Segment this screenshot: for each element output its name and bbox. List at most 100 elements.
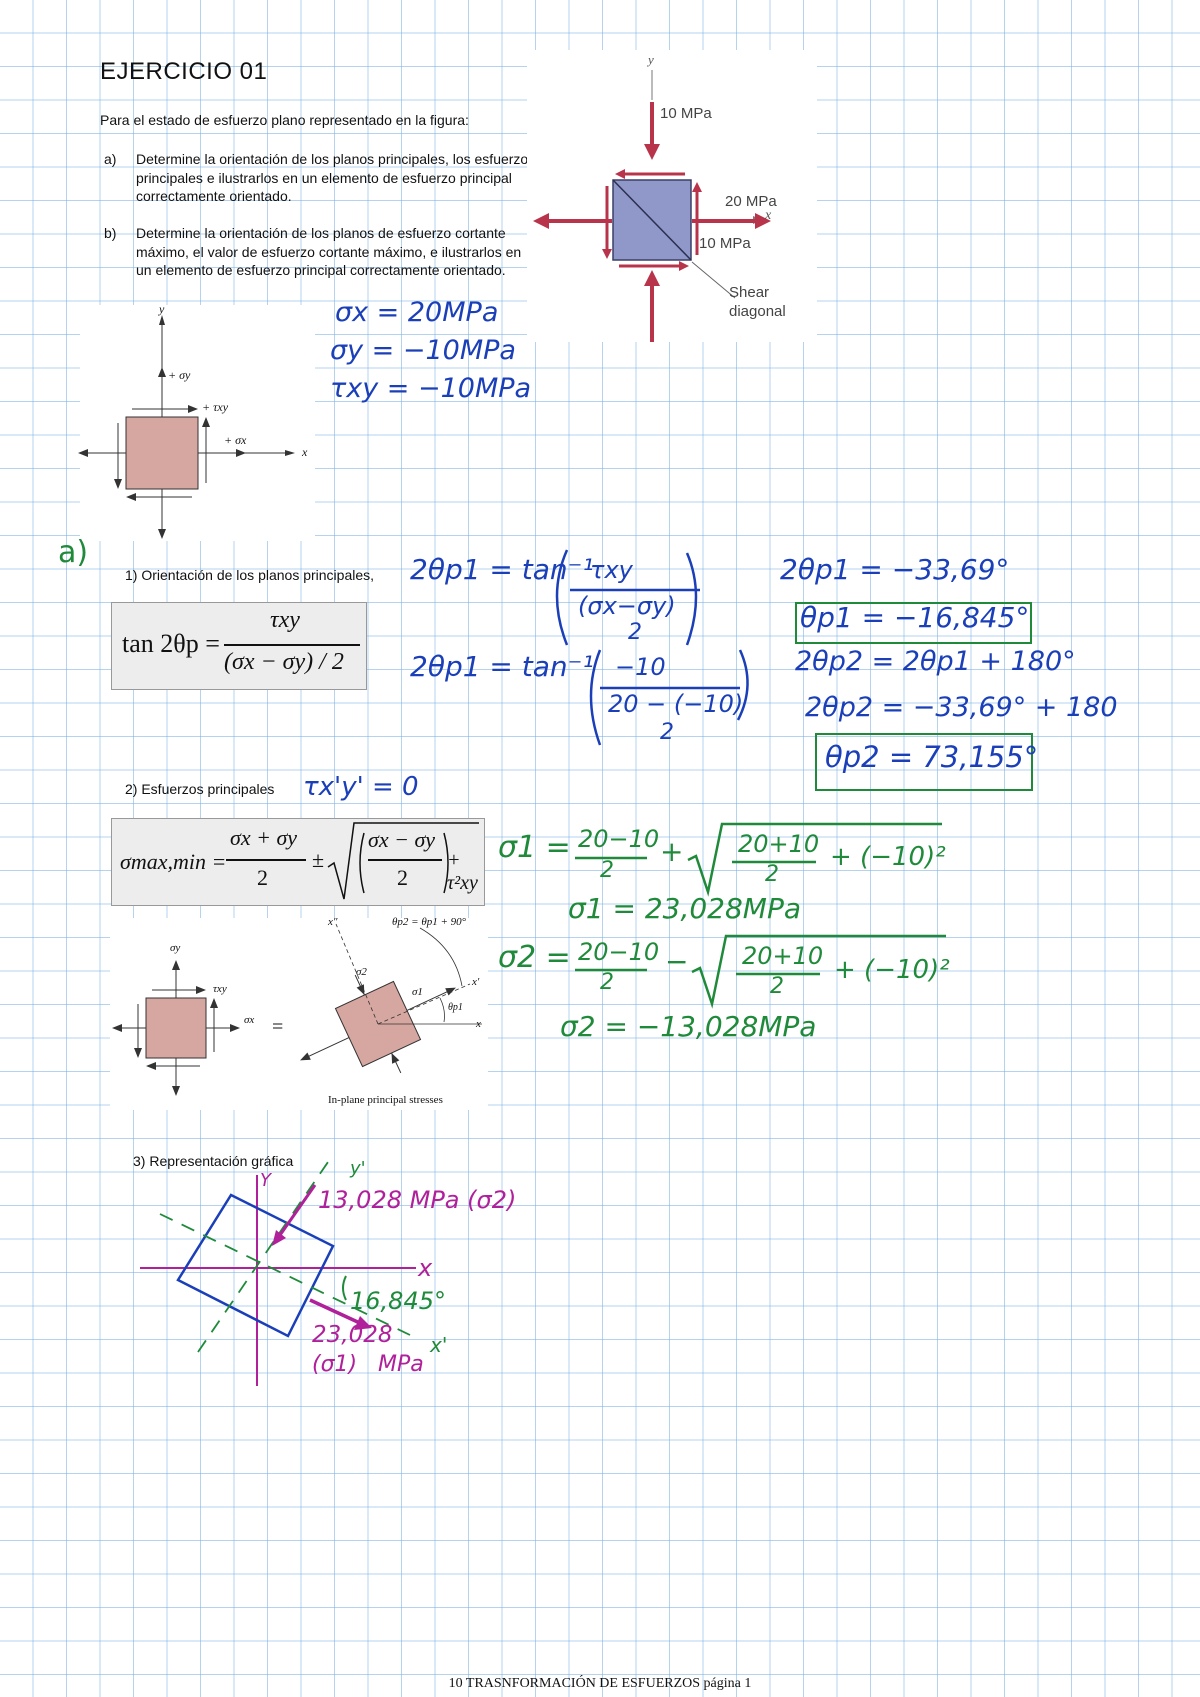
hw-s2-root [691, 934, 946, 1009]
problem-figure: y x 10 MPa 20 MPa 10 MPa Shear diagonal [527, 50, 817, 342]
pfig-caption: In-plane principal stresses [328, 1094, 443, 1106]
hw-s1-result: σ1 = 23,028MPa [568, 892, 801, 925]
hw-s1-f1bar [575, 856, 647, 860]
problem-axis-x: x [765, 208, 772, 223]
hw-r5-box [815, 733, 1033, 791]
hw-sigma-y: σy = −10MPa [330, 335, 516, 366]
problem-label-right: 20 MPa [725, 193, 777, 210]
formula-tan-bar [224, 644, 360, 646]
hw-r2: θp1 = −16,845° [800, 601, 1030, 634]
hw-s1-f2n: 20+10 [738, 830, 820, 858]
pfig-sigma-2: σ2 [356, 966, 367, 978]
step-1-label: 1) Orientación de los planos principales… [125, 567, 375, 583]
pfig-x-pp: x″ [328, 916, 338, 928]
hw-s2-f1d: 2 [600, 970, 614, 995]
pfig-tau-xy: τxy [213, 983, 227, 995]
exercise-title: EJERCICIO 01 [100, 58, 268, 85]
formula-sigma-inner-bar [368, 859, 442, 861]
sign-sigma-y: + σy [168, 368, 191, 382]
hw-eq1-den2: 2 [628, 620, 642, 645]
formula-sigma-tau: + τ²xy [447, 849, 478, 894]
pfig-sigma-x: σx [244, 1014, 255, 1026]
hw-s2-f2d: 2 [770, 974, 784, 999]
formula-sigma-root [327, 822, 479, 900]
item-b-text: Determine la orientación de los planos d… [136, 225, 522, 278]
formula-tan-den: (σx − σy) / 2 [224, 649, 344, 675]
sign-axis-x: x [302, 445, 308, 459]
graphic-label-y: Y [260, 1170, 271, 1191]
hw-eq2-num: −10 [615, 653, 666, 681]
hw-s2-minus: − [665, 945, 689, 978]
hw-s1-tail: + (−10)² [830, 842, 946, 872]
formula-tan: tan 2θp = τxy (σx − σy) / 2 [111, 602, 367, 690]
hw-eq2-parens [589, 649, 749, 746]
hw-s2-f1bar [575, 968, 647, 972]
principal-stress-figure: σy τxy σx = x″ θp2 = θp1 + 90° σ2 σ1 θp1… [110, 916, 488, 1110]
hw-eq2-den2: 2 [660, 720, 674, 745]
hw-s1-plus: + [660, 835, 684, 868]
hw-r5: θp2 = 73,155° [825, 740, 1039, 774]
item-a: a) Determine la orientación de los plano… [104, 150, 536, 206]
hw-s1-f2d: 2 [765, 862, 779, 887]
hw-eq2: 2θp1 = tan⁻¹ [410, 650, 594, 683]
hw-r4: 2θp2 = −33,69° + 180 [805, 692, 1118, 723]
pfig-equals: = [272, 1016, 284, 1038]
graphic-label-angle: 16,845° [350, 1287, 446, 1315]
graphic-label-sigma1-b: MPa [378, 1352, 424, 1377]
graphic-label-xp: x' [430, 1333, 448, 1357]
pfig-x: x [476, 1018, 481, 1030]
hw-s2-f2n: 20+10 [742, 942, 824, 970]
problem-label-diag-1: Shear [729, 284, 770, 301]
hw-r2-box [795, 602, 1032, 644]
hw-s2-lhs: σ2 = [498, 940, 571, 975]
hw-eq1-bar [570, 588, 700, 592]
principal-stress-drawing [112, 923, 482, 1096]
graphic-label-sigma2: 13,028 MPa (σ2) [318, 1186, 517, 1214]
step-3-label: 3) Representación gráfica [133, 1153, 294, 1169]
formula-sigma-inner-den: 2 [397, 865, 408, 890]
graphic-label-sigma1-a: 23,028 [312, 1322, 393, 1348]
hw-eq1-den: (σx−σy) [578, 592, 676, 620]
hw-eq2-den: 20 − (−10) [608, 690, 744, 718]
hw-s2-f1n: 20−10 [578, 938, 660, 966]
graphic-label-yp: y' [350, 1158, 366, 1179]
problem-label-shear: 10 MPa [699, 235, 751, 252]
formula-sigma-frac-den: 2 [257, 865, 268, 890]
pfig-theta-p1: θp1 [448, 1002, 463, 1013]
hw-tau-zero: τx'y' = 0 [303, 772, 419, 802]
sign-tau-xy: + τxy [202, 400, 229, 414]
pfig-x-p: x′ [472, 976, 480, 988]
hw-s1-lhs: σ1 = [498, 830, 571, 865]
problem-axis-y: y [648, 52, 654, 67]
hw-eq2-bar [600, 686, 740, 690]
sign-axis-y: y [159, 302, 165, 316]
hw-s2-tail: + (−10)² [834, 955, 950, 985]
hw-s1-f1n: 20−10 [578, 825, 660, 853]
sign-convention-figure: y x + σy + τxy + σx [78, 302, 315, 541]
intro-text: Para el estado de esfuerzo plano represe… [100, 112, 469, 128]
problem-label-diag-2: diagonal [729, 303, 786, 320]
item-b-label: b) [104, 225, 117, 241]
hw-s1-f1d: 2 [600, 858, 614, 883]
formula-sigma-inner-num: σx − σy [368, 827, 436, 852]
formula-sigma: σmax,min = σx + σy 2 ± σx − σy 2 + τ²xy [111, 818, 485, 906]
hw-s2-result: σ2 = −13,028MPa [560, 1010, 817, 1043]
hw-s1-root [687, 822, 942, 897]
graphic-label-sigma1-c: (σ1) [312, 1352, 358, 1377]
sign-sigma-x: + σx [224, 433, 247, 447]
problem-label-top: 10 MPa [660, 105, 712, 122]
pfig-sigma-y: σy [170, 942, 181, 954]
item-b: b) Determine la orientación de los plano… [104, 224, 536, 280]
formula-tan-num: τxy [270, 607, 300, 633]
item-a-text: Determine la orientación de los planos p… [136, 151, 536, 204]
pfig-sigma-1: σ1 [412, 986, 423, 998]
page-footer: 10 TRASNFORMACIÓN DE ESFUERZOS página 1 [448, 1676, 752, 1691]
problem-figure-drawing [533, 70, 771, 342]
hw-r1: 2θp1 = −33,69° [780, 553, 1010, 586]
formula-sigma-lhs: σmax,min = [120, 849, 227, 874]
hw-sigma-x: σx = 20MPa [335, 297, 499, 328]
hw-part-a: a) [58, 535, 89, 570]
hw-eq1-num: τxy [590, 556, 633, 584]
pfig-theta-eq: θp2 = θp1 + 90° [392, 916, 467, 928]
